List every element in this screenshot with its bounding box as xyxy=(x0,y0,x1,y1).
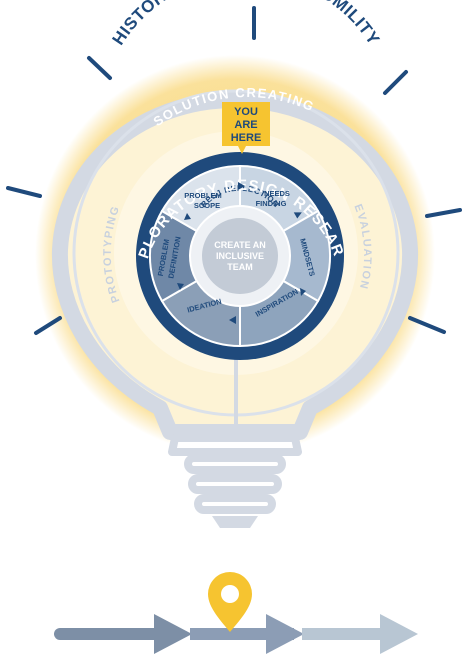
ray-top-left xyxy=(87,56,112,80)
marker-line-3: HERE xyxy=(231,132,262,144)
timeline-segment-1 xyxy=(54,628,184,640)
marker-line-1: YOU xyxy=(234,106,258,118)
outer-title-text: HISTORY, HEALING AND HUMILITY xyxy=(109,0,383,49)
cycle-arrows xyxy=(177,182,306,324)
timeline-arrow-1 xyxy=(154,614,192,654)
center-label: CREATE AN INCLUSIVE TEAM xyxy=(214,240,266,272)
marker-line-2: ARE xyxy=(234,119,257,131)
arrow-to-ideation xyxy=(229,316,236,324)
arrow-to-mindsets xyxy=(293,212,302,219)
arrow-to-scope xyxy=(184,213,191,220)
needs-finding-line-1: NEEDS xyxy=(264,189,290,198)
ray-bottom-right xyxy=(408,316,446,334)
needs-finding-line-2: FINDING xyxy=(256,199,287,208)
outer-title: HISTORY, HEALING AND HUMILITY xyxy=(109,0,384,49)
location-pin-icon xyxy=(208,572,252,632)
bulb-base-ring-2 xyxy=(188,474,282,494)
arrow-to-inspiration xyxy=(300,288,306,296)
center-line-1: CREATE AN xyxy=(214,240,266,250)
center-circle xyxy=(202,218,278,294)
center-line-3: TEAM xyxy=(227,262,253,272)
bulb-tip xyxy=(212,516,258,528)
ray-right xyxy=(425,208,462,218)
you-are-here-marker: YOU ARE HERE xyxy=(222,102,270,154)
arrow-to-definition xyxy=(177,283,184,290)
arrow-to-needs xyxy=(238,182,245,190)
bulb-base-ring-3 xyxy=(194,494,276,514)
problem-scope-line-2: SCOPE xyxy=(194,201,220,210)
ray-left xyxy=(6,186,42,198)
problem-scope-line-1: PROBLEM xyxy=(184,191,222,200)
marker-box xyxy=(222,102,270,146)
ray-bottom-left xyxy=(34,316,62,335)
marker-pointer xyxy=(238,146,246,154)
timeline-arrow-3 xyxy=(380,614,418,654)
center-line-2: INCLUSIVE xyxy=(216,251,264,261)
light-rays xyxy=(6,6,462,335)
ray-top-right xyxy=(383,70,408,95)
progress-timeline xyxy=(54,572,418,654)
timeline-segment-3 xyxy=(302,628,392,640)
timeline-arrow-2 xyxy=(266,614,304,654)
bulb-base-ring-1 xyxy=(184,454,286,474)
bulb-collar xyxy=(168,434,302,456)
